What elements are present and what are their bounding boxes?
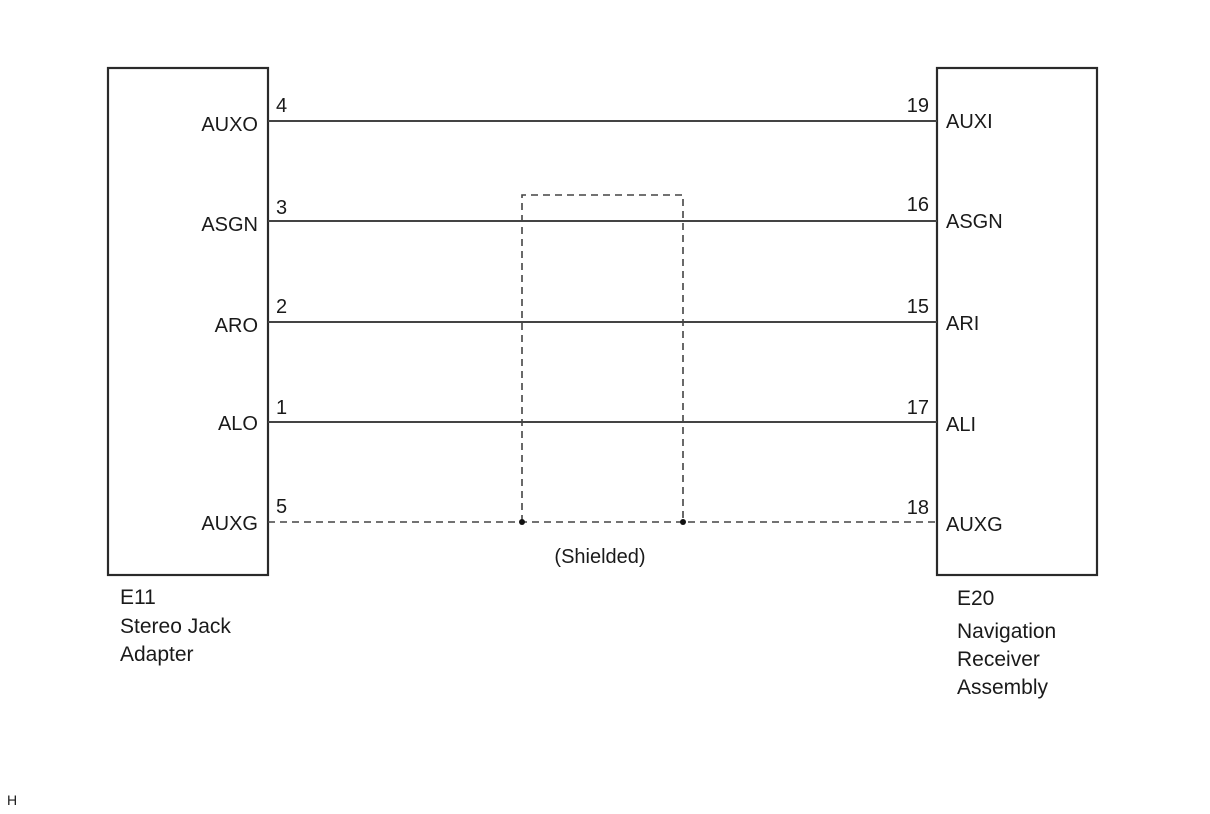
right-component-name-line3: Assembly [957, 676, 1049, 699]
right-pin-name-3: ARI [946, 313, 979, 335]
right-component-code: E20 [957, 587, 994, 610]
left-pin-name-4: ALO [218, 413, 258, 435]
left-pin-name-3: ARO [215, 315, 258, 337]
right-pin-name-2: ASGN [946, 211, 1003, 233]
left-pin-name-2: ASGN [201, 214, 258, 236]
left-pin-name-5: AUXG [201, 513, 258, 535]
left-pin-number-4: 1 [276, 397, 287, 419]
shield-label: (Shielded) [554, 546, 645, 568]
left-pin-number-2: 3 [276, 197, 287, 219]
right-pin-number-2: 16 [907, 194, 929, 216]
right-component-name-line2: Receiver [957, 648, 1040, 671]
right-pin-number-3: 15 [907, 296, 929, 318]
shield-outline [521, 194, 684, 522]
right-pin-name-5: AUXG [946, 514, 1003, 536]
right-pin-number-5: 18 [907, 497, 929, 519]
right-pin-name-1: AUXI [946, 111, 993, 133]
left-pin-number-5: 5 [276, 496, 287, 518]
left-component-name-line2: Adapter [120, 643, 194, 666]
shield-junction-dot-left [519, 519, 525, 525]
left-pin-number-3: 2 [276, 296, 287, 318]
right-component-box [935, 66, 1099, 577]
shield-junction-dot-right [680, 519, 686, 525]
left-component-code: E11 [120, 586, 156, 609]
left-component-name-line1: Stereo Jack [120, 615, 231, 638]
right-pin-name-4: ALI [946, 414, 976, 436]
left-pin-number-1: 4 [276, 95, 287, 117]
left-pin-name-1: AUXO [201, 114, 258, 136]
right-pin-number-4: 17 [907, 397, 929, 419]
right-component-name-line1: Navigation [957, 620, 1056, 643]
right-pin-number-1: 19 [907, 95, 929, 117]
corner-mark: H [7, 792, 17, 808]
left-component-box [106, 66, 270, 577]
